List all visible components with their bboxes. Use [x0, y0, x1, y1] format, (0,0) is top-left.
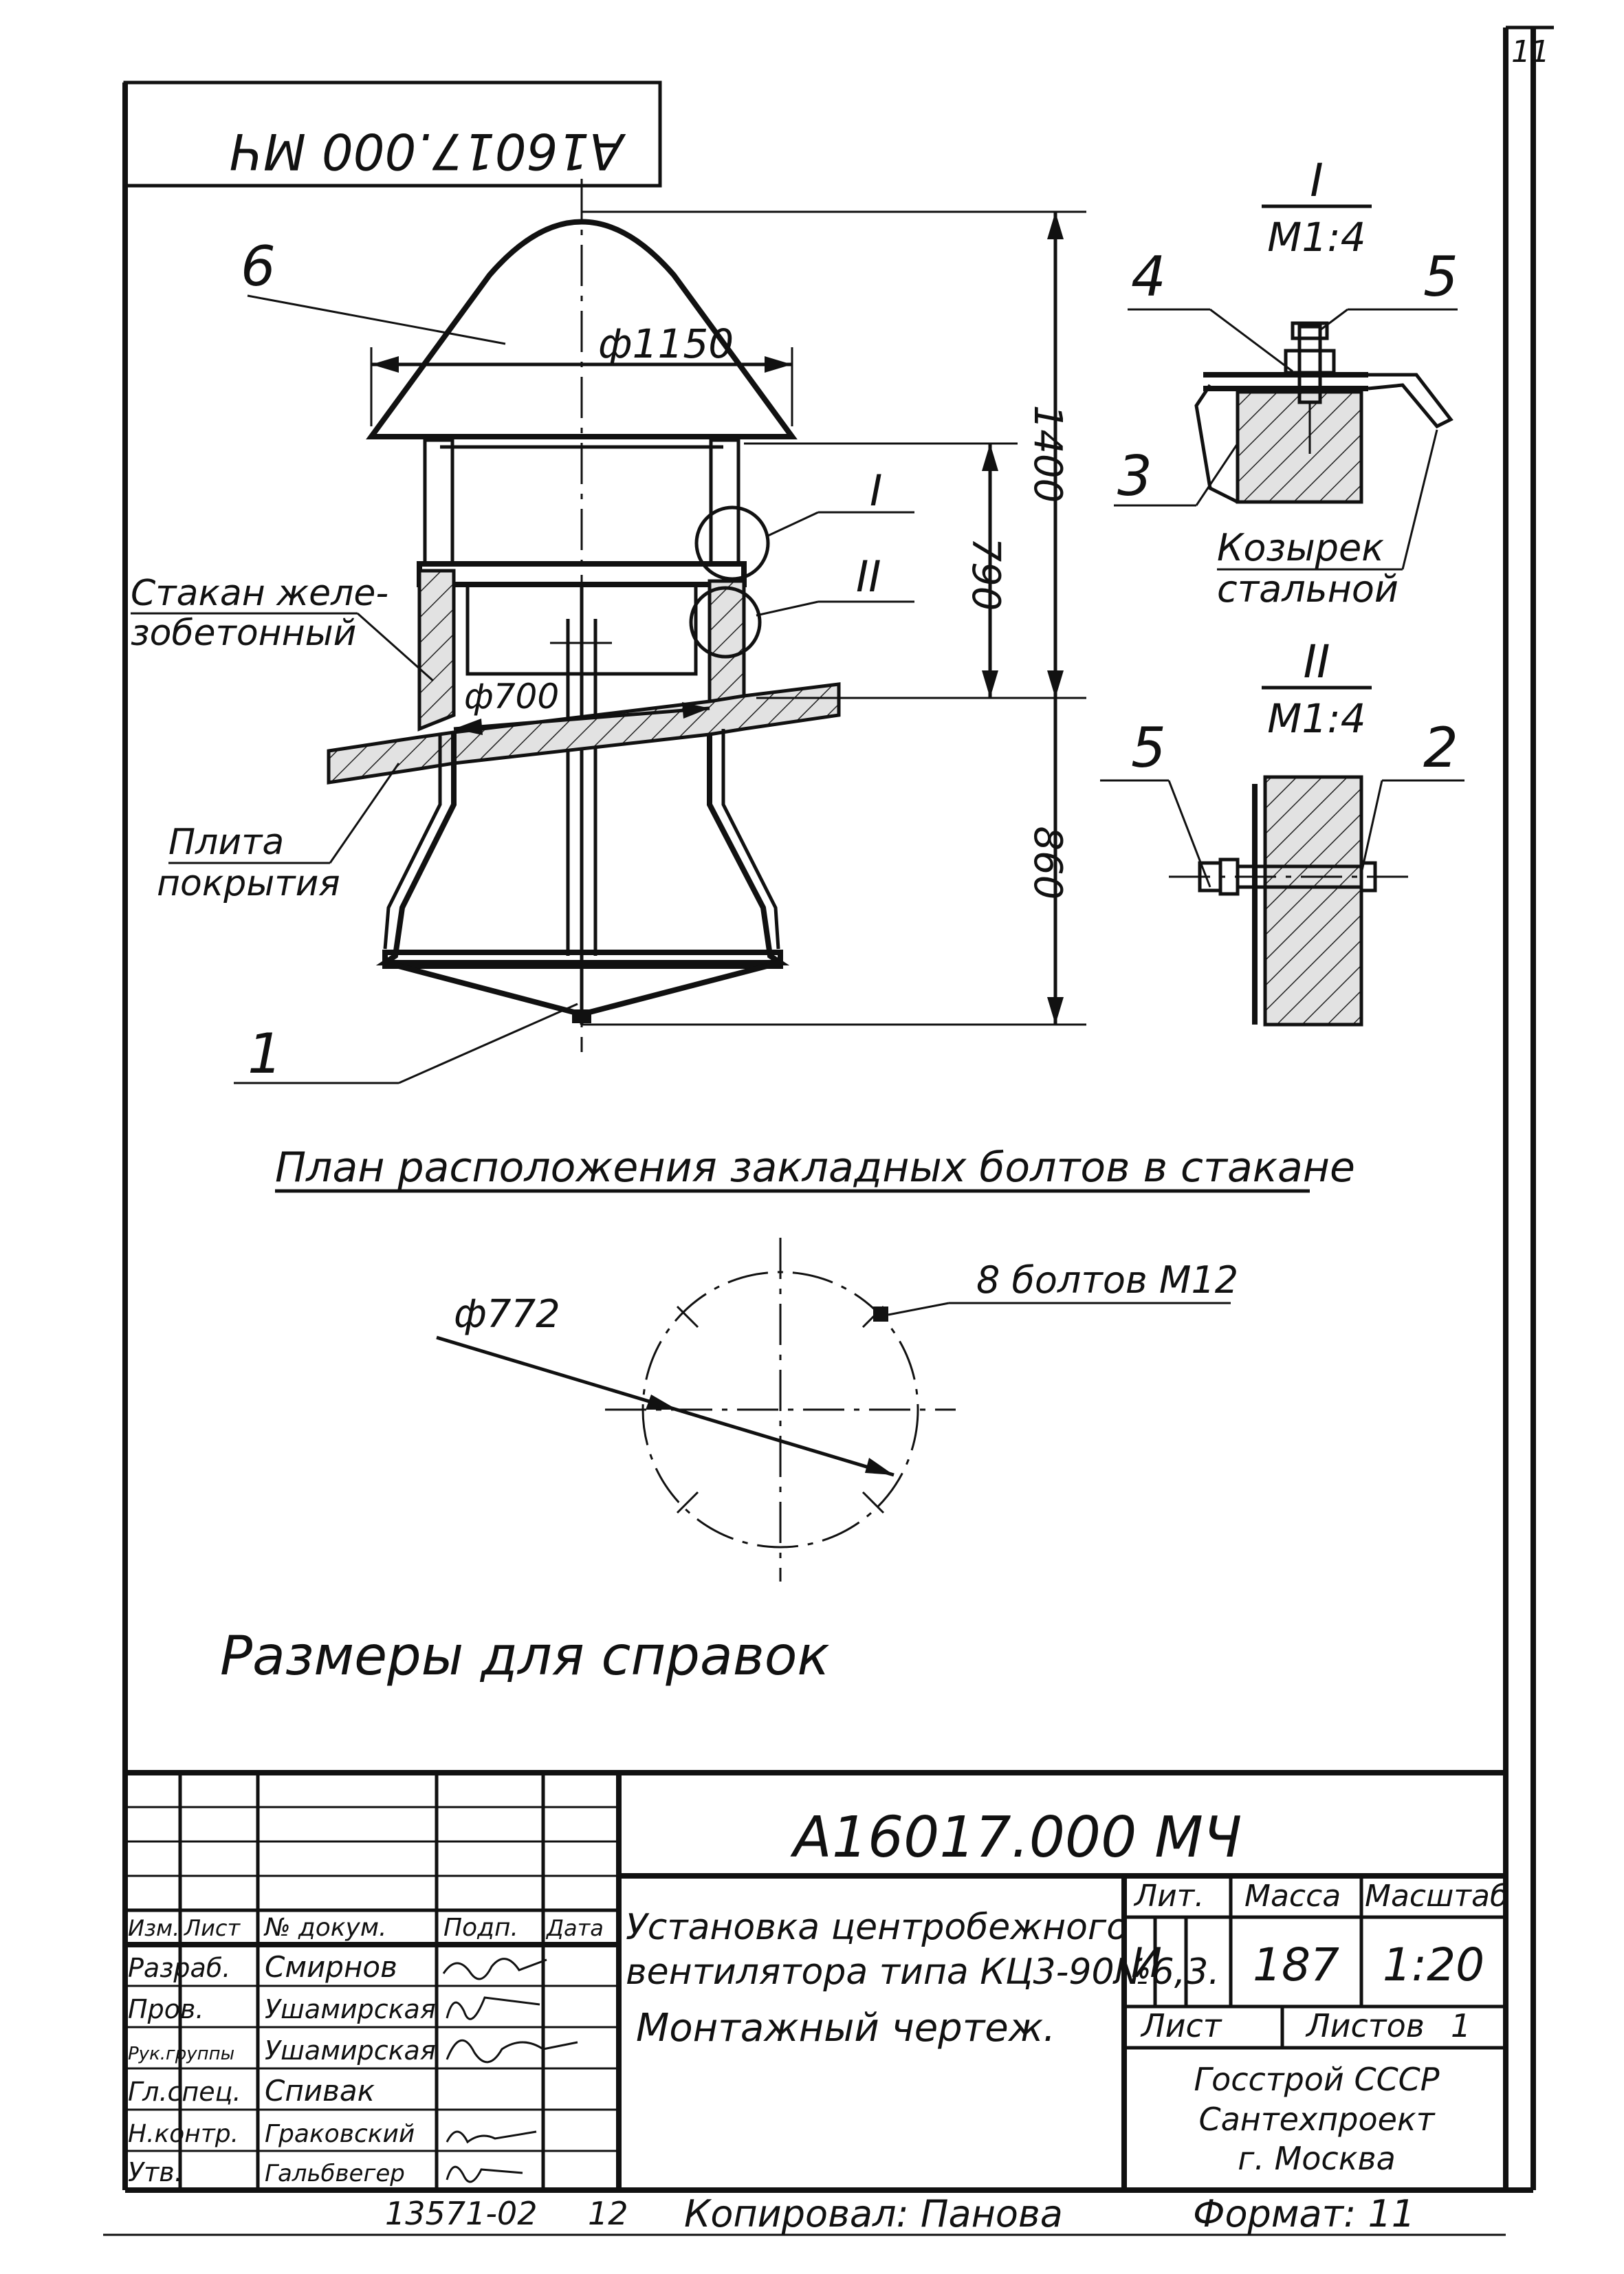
glass-wall-left [417, 569, 456, 732]
main-view: ф1150 6 ф700 [131, 179, 1086, 1086]
drawing-frame [103, 25, 1554, 2236]
footer: 13571-02 12 Копировал: Панова Формат: 11 [385, 2192, 1415, 2235]
title-block: А16017.000 МЧ Установка центробежного ве… [125, 1770, 1508, 2190]
slab-label-line1: Плита [168, 822, 284, 863]
top-stamp-code: А16017.000 МЧ [230, 122, 626, 180]
callout-I-label: I [870, 466, 882, 516]
dim-860-label: 860 [1025, 827, 1070, 900]
footer-inventory: 13571-02 [385, 2195, 537, 2232]
name-3: Спивак [265, 2074, 375, 2108]
org-line-2: Сантехпроект [1198, 2101, 1435, 2138]
title-block-code: А16017.000 МЧ [790, 1805, 1242, 1870]
role-0: Разраб. [128, 1953, 230, 1983]
reference-note: Размеры для справок [220, 1626, 830, 1687]
hdr-list: Лист [184, 1915, 241, 1941]
footer-format: Формат: 11 [1193, 2192, 1415, 2235]
role-1: Пров. [128, 1994, 204, 2024]
hdr-sign: Подп. [443, 1914, 518, 1942]
detail-I-item-4: 4 [1131, 245, 1166, 309]
dim-1400-label: 1400 [1025, 405, 1070, 503]
detail-II-item-2: 2 [1423, 716, 1458, 780]
callout-II-label: II [856, 551, 881, 602]
bolt-plan-title: План расположения закладных болтов в ста… [275, 1144, 1355, 1192]
scale-value: 1:20 [1383, 1938, 1484, 1991]
scale-label: Масштаб [1365, 1879, 1508, 1914]
detail-I-visor-line1: Козырек [1217, 526, 1384, 569]
name-2: Ушамирская [265, 2035, 436, 2066]
sheet-label: Лист [1140, 2007, 1222, 2044]
footer-copied-by: Копировал: Панова [684, 2192, 1063, 2235]
lit-value: И [1131, 1939, 1162, 1987]
funnel [375, 732, 790, 965]
mass-label: Масса [1244, 1879, 1341, 1914]
glass-label-line2: зобетонный [131, 613, 356, 654]
hdr-date: Дата [545, 1915, 604, 1941]
bolts-label: 8 болтов М12 [976, 1258, 1238, 1302]
org-line-1: Госстрой СССР [1194, 2061, 1439, 2098]
cap-umbrella [366, 219, 798, 439]
cap-diameter-label: ф1150 [598, 320, 734, 367]
hdr-izm: Изм. [128, 1915, 179, 1941]
role-5: Утв. [128, 2157, 183, 2187]
name-5: Гальбвегер [265, 2160, 405, 2187]
item-6-number: 6 [241, 234, 276, 298]
detail-II-scale: М1:4 [1267, 695, 1365, 742]
slab-label-line2: покрытия [157, 863, 340, 904]
lit-label: Лит. [1133, 1879, 1204, 1914]
role-3: Гл.спец. [128, 2077, 241, 2107]
sheets-value: 1 [1451, 2007, 1471, 2044]
detail-II-item-5: 5 [1131, 716, 1166, 780]
detail-I-roman: I [1310, 154, 1323, 207]
name-0: Смирнов [265, 1950, 397, 1984]
footer-sheet-number: 12 [588, 2195, 628, 2232]
detail-I-item-3: 3 [1117, 444, 1152, 508]
mass-value: 187 [1253, 1938, 1339, 1991]
title-line-1: Установка центробежного [626, 1907, 1128, 1948]
dim-790-label: 790 [963, 538, 1008, 611]
detail-I: I М1:4 4 5 3 Козырек стальной [1114, 154, 1458, 611]
detail-II: II М1:4 5 2 [1100, 635, 1464, 1027]
bolt-diameter-label: ф772 [454, 1292, 560, 1337]
role-4: Н.контр. [128, 2120, 239, 2148]
role-2: Рук.группы [128, 2044, 234, 2064]
top-stamp: А16017.000 МЧ [123, 80, 662, 188]
detail-I-item-5: 5 [1423, 245, 1458, 309]
glass-label-line1: Стакан желе- [131, 573, 388, 614]
hdr-doc: № докум. [263, 1914, 386, 1942]
detail-I-scale: М1:4 [1267, 214, 1365, 261]
title-line-3: Монтажный чертеж. [636, 2006, 1055, 2051]
detail-I-visor-line2: стальной [1217, 567, 1398, 611]
callout-I-circle [694, 505, 770, 581]
sheet-mark-corner: 11 [1511, 34, 1550, 69]
title-line-2: вентилятора типа КЦ3-90№6,3. [626, 1952, 1220, 1993]
signatures [442, 1958, 578, 2183]
detail-II-roman: II [1304, 635, 1330, 688]
callout-II-circle [689, 586, 762, 659]
name-1: Ушамирская [265, 1994, 436, 2024]
bolt-plan: План расположения закладных болтов в ста… [275, 1144, 1355, 1582]
org-line-3: г. Москва [1238, 2140, 1396, 2177]
sheets-label: Листов [1305, 2007, 1425, 2044]
item-1-number: 1 [248, 1022, 283, 1086]
inner-diameter-label: ф700 [464, 677, 559, 717]
name-4: Граковский [265, 2120, 415, 2148]
